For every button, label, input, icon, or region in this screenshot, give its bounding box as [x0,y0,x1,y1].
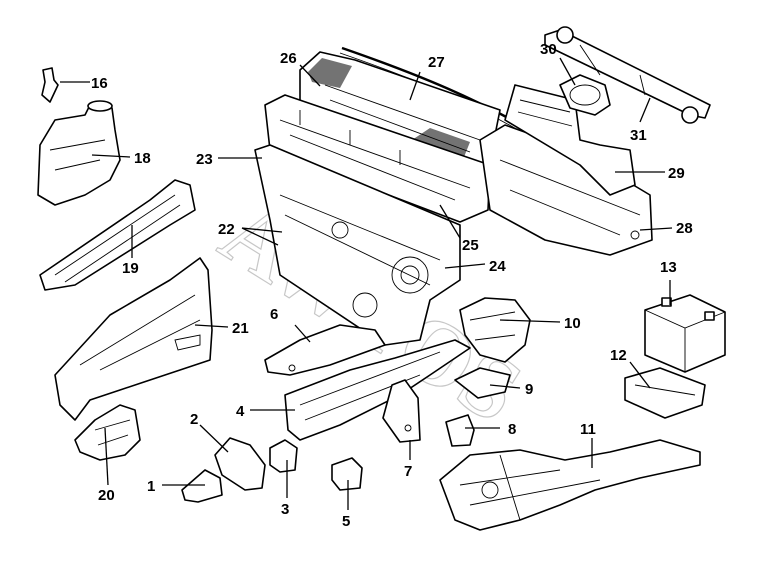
callout-29: 29 [668,165,685,182]
callout-21: 21 [232,320,249,337]
leader-lines [60,57,673,510]
callout-24: 24 [489,258,506,275]
callout-22: 22 [218,221,235,238]
callout-28: 28 [676,220,693,237]
callout-11: 11 [580,421,596,438]
part-23-dash-panel [254,144,461,346]
callout-6: 6 [270,306,278,323]
callout-2: 2 [190,411,198,428]
part-7-bracket [382,379,421,443]
part-9-bracket [454,367,511,399]
callout-30: 30 [540,41,557,58]
part-1-mount [181,469,223,503]
part-6-support-bracket [264,324,386,376]
callout-13: 13 [660,259,677,276]
callout-9: 9 [525,381,533,398]
callout-25: 25 [462,237,479,254]
callout-27: 27 [428,54,445,71]
callout-20: 20 [98,487,115,504]
part-8-pad [445,414,475,447]
callout-3: 3 [281,501,289,518]
part-5-clip [331,457,363,491]
part-30-wiper-motor [559,74,611,116]
callout-23: 23 [196,151,213,168]
callout-4: 4 [236,403,245,420]
callout-31: 31 [630,127,647,144]
part-10-mount [459,297,531,363]
part-19-rail [39,179,196,291]
callout-1: 1 [147,478,155,495]
part-29-heat-shield [504,84,636,196]
callout-10: 10 [564,315,581,332]
callout-5: 5 [342,513,350,530]
part-31-wiper-linkage [544,26,711,124]
part-16-sensor [41,67,59,103]
part-20-splash-bracket [74,404,141,461]
part-3-clip [269,439,298,473]
part-21-fender-apron [54,257,213,421]
part-11-front-frame [439,439,701,531]
part-13-battery [644,294,726,373]
callout-19: 19 [122,260,139,277]
callout-8: 8 [508,421,516,438]
callout-7: 7 [404,463,412,480]
part-12-battery-tray [624,367,706,419]
part-18-washer-reservoir [37,100,121,206]
callout-12: 12 [610,347,627,364]
callout-18: 18 [134,150,151,167]
callout-26: 26 [280,50,297,67]
callout-labels: 1 2 3 4 5 6 7 8 9 10 11 12 13 16 18 19 2… [91,41,693,530]
callout-16: 16 [91,75,108,92]
